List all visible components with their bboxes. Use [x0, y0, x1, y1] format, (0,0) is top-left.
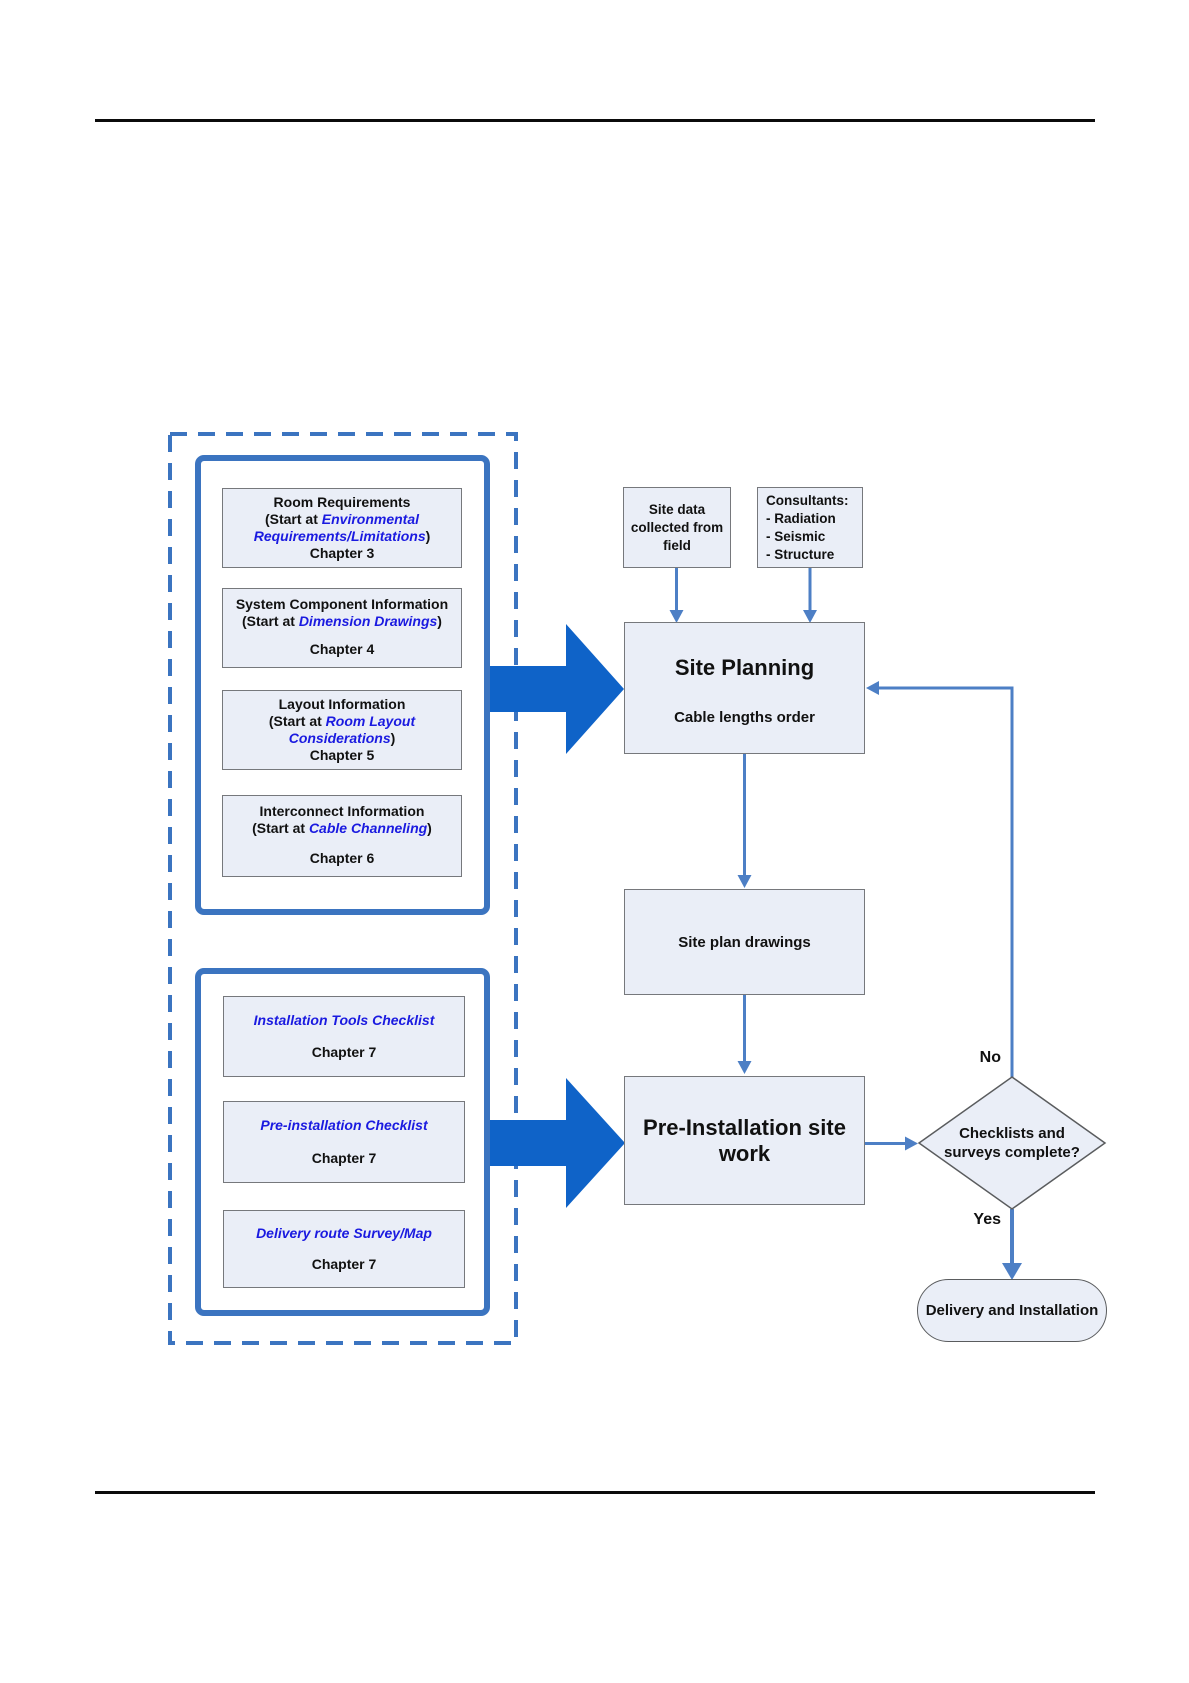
node-title: System Component Information — [235, 596, 449, 612]
arrowhead-icon — [866, 681, 879, 695]
node-site-data: Site data collected from field — [623, 487, 731, 568]
node-body: System Component Information (Start at D… — [236, 596, 448, 630]
node-interconnect-information: Interconnect Information (Start at Cable… — [222, 795, 462, 877]
cross-reference-link[interactable]: Room Layout Considerations — [288, 713, 416, 746]
cross-reference-link[interactable]: Dimension Drawings — [298, 613, 438, 629]
node-body: Interconnect Information (Start at Cable… — [252, 803, 432, 837]
node-text: Delivery and Installation — [925, 1302, 1099, 1319]
cross-reference-link[interactable]: Installation Tools Checklist — [253, 1012, 435, 1028]
arrowhead-icon — [737, 1061, 752, 1074]
connector-decision-no-feedback — [879, 686, 1014, 1077]
consultants-heading: Consultants: — [766, 492, 849, 508]
arrowhead-icon — [1002, 1263, 1022, 1280]
node-title: Site Planning — [674, 655, 815, 680]
decision-label: Checklists and surveys complete? — [944, 1125, 1080, 1161]
node-chapter: Chapter 7 — [311, 1256, 377, 1272]
consultants-item: - Radiation — [766, 510, 836, 526]
node-delivery-route-survey: Delivery route Survey/Map Chapter 7 — [223, 1210, 465, 1288]
node-text: Site data collected from field — [630, 501, 724, 553]
node-pre-installation-checklist: Pre-installation Checklist Chapter 7 — [223, 1101, 465, 1183]
cross-reference-link[interactable]: Cable Channeling — [308, 820, 428, 836]
node-consultants: Consultants: - Radiation - Seismic - Str… — [757, 487, 863, 568]
consultants-item: - Seismic — [766, 528, 826, 544]
node-title: Interconnect Information — [259, 803, 425, 819]
node-chapter: Chapter 3 — [309, 545, 375, 561]
node-chapter: Chapter 5 — [309, 747, 375, 763]
bottom-rule — [95, 1491, 1095, 1494]
arrowhead-icon — [737, 875, 752, 888]
node-start-line: (Start at Cable Channeling) — [252, 820, 432, 836]
cross-reference-link[interactable]: Environmental Requirements/Limitations — [253, 511, 426, 544]
node-chapter: Chapter 7 — [311, 1149, 377, 1166]
node-pre-installation-site-work: Pre-Installation site work — [624, 1076, 865, 1205]
edge-label-yes: Yes — [973, 1211, 1001, 1228]
node-room-requirements: Room Requirements (Start at Environmenta… — [222, 488, 462, 568]
cross-reference-link[interactable]: Pre-installation Checklist — [260, 1117, 428, 1134]
node-title: Layout Information — [278, 696, 406, 712]
node-chapter: Chapter 7 — [311, 1044, 377, 1060]
arrowhead-icon — [905, 1136, 918, 1151]
big-arrow-to-pre-installation-icon — [490, 1078, 625, 1208]
node-system-component-info: System Component Information (Start at D… — [222, 588, 462, 668]
big-arrow-to-site-planning-icon — [490, 624, 624, 754]
cross-reference-link[interactable]: Delivery route Survey/Map — [256, 1225, 432, 1241]
top-rule — [95, 119, 1095, 122]
node-title: Pre-Installation site work — [643, 1114, 846, 1166]
node-chapter: Chapter 4 — [309, 641, 375, 657]
node-installation-tools-checklist: Installation Tools Checklist Chapter 7 — [223, 996, 465, 1077]
node-text: Site plan drawings — [678, 933, 811, 951]
edge-label-no: No — [979, 1049, 1001, 1066]
consultants-item: - Structure — [766, 546, 835, 562]
node-chapter: Chapter 6 — [309, 850, 375, 866]
node-title: Room Requirements — [273, 494, 411, 510]
node-start-line: (Start at Room Layout Considerations) — [268, 713, 416, 746]
node-start-line: (Start at Environmental Requirements/Lim… — [253, 511, 431, 544]
node-delivery-and-installation: Delivery and Installation — [917, 1279, 1107, 1342]
node-layout-information: Layout Information (Start at Room Layout… — [222, 690, 462, 770]
node-start-line: (Start at Dimension Drawings) — [242, 613, 442, 629]
node-site-plan-drawings: Site plan drawings — [624, 889, 865, 995]
node-subtitle: Cable lengths order — [674, 709, 815, 726]
node-site-planning: Site Planning Cable lengths order — [624, 622, 865, 754]
